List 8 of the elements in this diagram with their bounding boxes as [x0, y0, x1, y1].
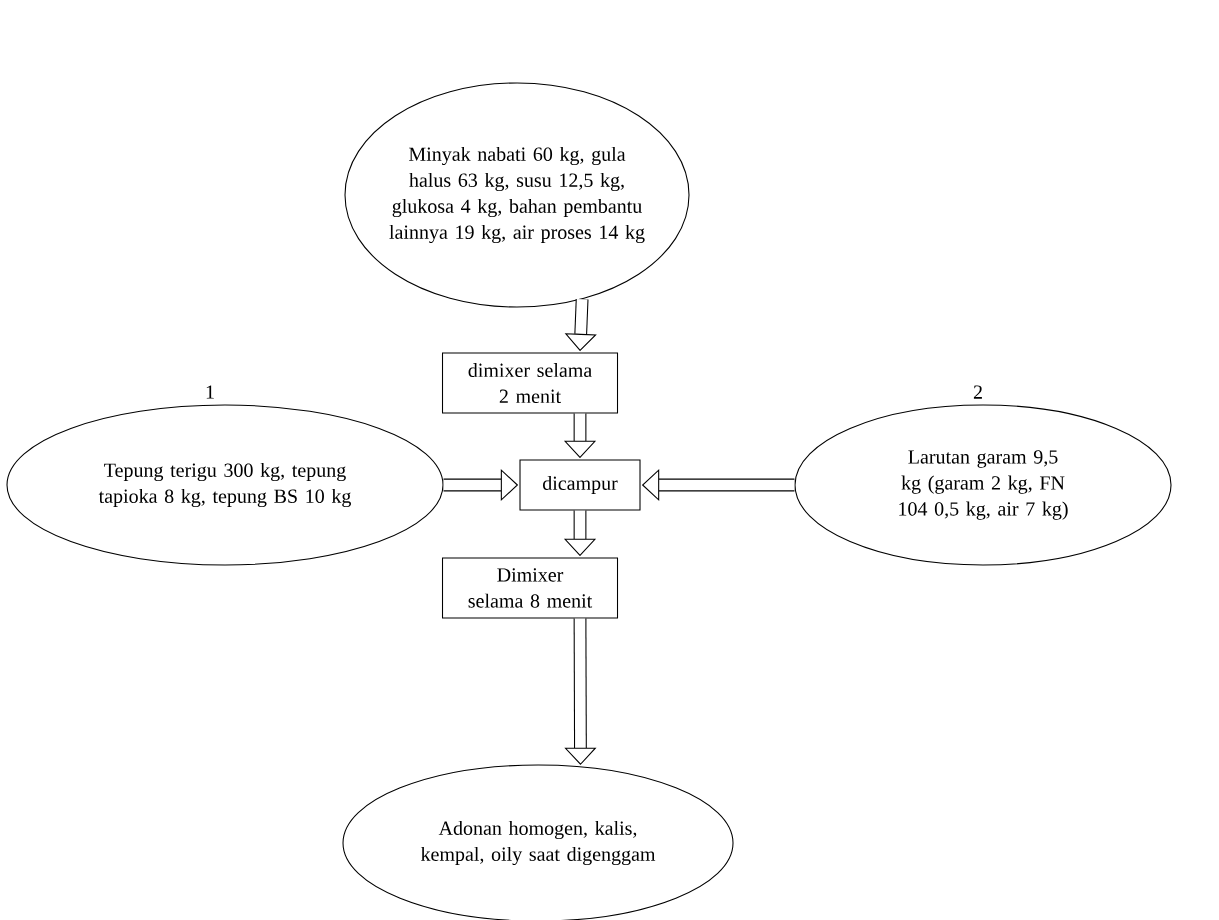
ellipse-node: Minyak nabati 60 kg, gula halus 63 kg, susu 12,5 kg, glukosa 4 kg, bahan pembantu lainnya 19 kg, air proses 14 kg	[344, 82, 690, 308]
process-box: dimixer selama 2 menit	[441, 352, 619, 414]
ellipse-node: Larutan garam 9,5 kg (garam 2 kg, FN 104 0,5 kg, air 7 kg)	[794, 404, 1172, 566]
step-number: 1	[206, 385, 214, 399]
process-box: Dimixer selama 8 menit	[441, 557, 619, 619]
process-box: dicampur	[519, 459, 641, 511]
ellipse-node: Tepung terigu 300 kg, tepung tapioka 8 kg, tepung BS 10 kg	[6, 404, 444, 566]
step-number: 2	[973, 385, 982, 399]
